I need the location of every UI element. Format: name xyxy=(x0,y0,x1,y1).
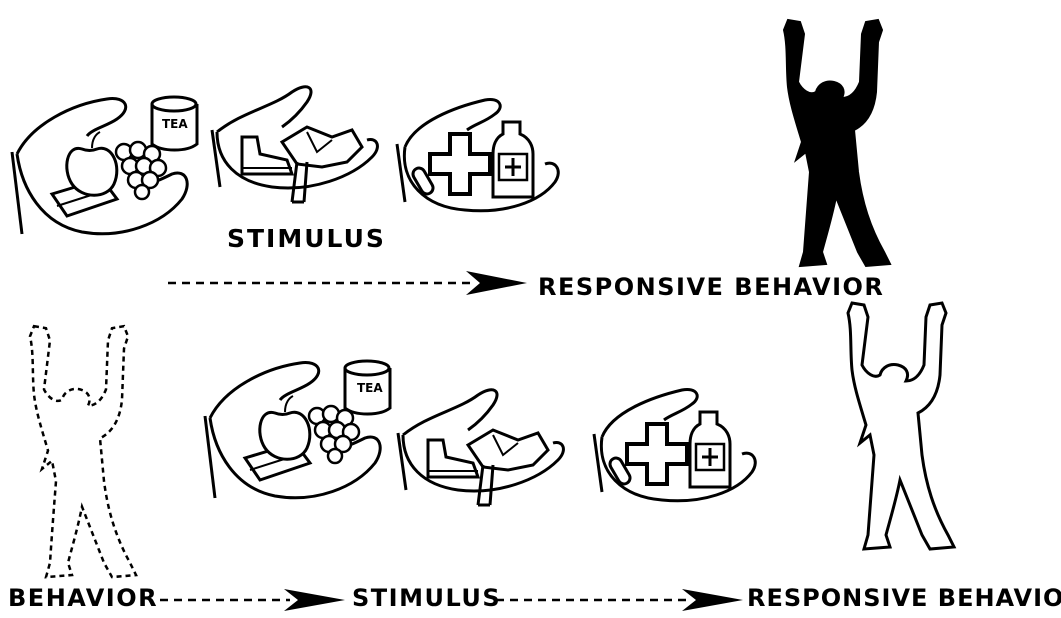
clothing-hand-top xyxy=(210,85,379,204)
clothing-hand-bottom xyxy=(396,388,565,507)
behavior-figure-dashed xyxy=(28,324,138,579)
stimulus-label-top: STIMULUS xyxy=(227,224,386,253)
responding-figure-outline xyxy=(846,301,956,551)
arrow-behavior-to-stimulus xyxy=(160,589,345,611)
tea-label-top: TEA xyxy=(162,117,188,131)
behavior-label: BEHAVIOR xyxy=(8,584,159,612)
food-hand-top: TEA xyxy=(10,95,199,236)
arrow-stimulus-to-response-top xyxy=(168,271,527,295)
responsive-behavior-label-top: RESPONSIVE BEHAVIOR xyxy=(538,273,885,301)
tea-label-bottom: TEA xyxy=(357,381,383,395)
stimulus-label-bottom: STIMULUS xyxy=(352,584,502,612)
arrow-stimulus-to-response-bottom xyxy=(496,589,743,611)
medicine-hand-bottom xyxy=(592,387,758,503)
responsive-behavior-label-bottom: RESPONSIVE BEHAVIOR xyxy=(747,584,1061,612)
responding-figure-silhouette xyxy=(783,19,891,267)
medicine-hand-top xyxy=(395,97,561,213)
food-hand-bottom: TEA xyxy=(203,359,392,500)
